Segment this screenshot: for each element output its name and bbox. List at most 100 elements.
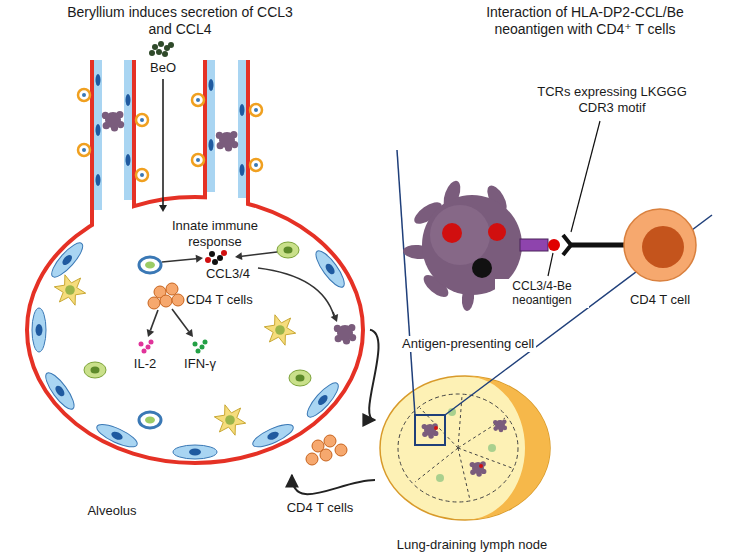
illustration-part bbox=[32, 308, 46, 352]
illustration-part bbox=[442, 223, 462, 243]
region-label: Alveolus bbox=[87, 503, 136, 519]
annotation-label: TCRs expressing LKGGG CDR3 motif bbox=[537, 84, 687, 115]
illustration-part bbox=[445, 370, 505, 415]
illustration-part bbox=[333, 312, 334, 316]
illustration-part bbox=[82, 148, 86, 152]
illustration-part bbox=[186, 329, 193, 337]
illustration-part bbox=[54, 384, 67, 398]
illustration-part bbox=[196, 255, 203, 263]
illustration-part bbox=[192, 94, 204, 106]
connector bbox=[292, 475, 375, 494]
illustration-part bbox=[324, 262, 337, 276]
illustration-part bbox=[284, 247, 293, 254]
illustration-part bbox=[47, 239, 87, 281]
illustration-part bbox=[320, 449, 332, 461]
illustration-part bbox=[250, 159, 262, 171]
illustration-part bbox=[166, 283, 178, 295]
illustration-part bbox=[254, 163, 258, 167]
cytokine-label: IFN-γ bbox=[184, 356, 216, 372]
illustration-part bbox=[207, 58, 246, 210]
illustration-part bbox=[306, 453, 318, 465]
illustration-part bbox=[303, 379, 343, 421]
illustration-part bbox=[563, 235, 571, 255]
illustration-part bbox=[84, 362, 106, 378]
illustration-part bbox=[149, 50, 155, 56]
illustration-part bbox=[275, 325, 285, 335]
illustration-part bbox=[303, 379, 343, 421]
illustration-part bbox=[219, 132, 235, 148]
illustration-part bbox=[139, 257, 161, 273]
illustration-part bbox=[136, 169, 148, 181]
illustration-part bbox=[479, 464, 483, 468]
illustration-part bbox=[105, 112, 121, 128]
illustration-part bbox=[145, 417, 155, 424]
illustration-part bbox=[207, 60, 215, 192]
illustration-part bbox=[520, 239, 548, 251]
cell-label: CD4 T cells bbox=[287, 500, 354, 516]
zoom-lines bbox=[397, 150, 712, 370]
illustration-part bbox=[168, 42, 174, 48]
illustration-part bbox=[196, 98, 200, 102]
illustration-part bbox=[311, 247, 348, 291]
illustration-part bbox=[139, 342, 144, 347]
illustration-part bbox=[235, 252, 242, 260]
panel-title: Interaction of HLA-DP2-CCL/Be neoantigen… bbox=[465, 4, 705, 38]
illustration-part bbox=[380, 376, 550, 520]
illustration-part bbox=[78, 89, 90, 101]
illustration-part bbox=[324, 435, 336, 447]
illustration-part bbox=[193, 342, 198, 347]
illustration-part bbox=[266, 430, 280, 441]
illustration-part bbox=[173, 445, 217, 459]
panel-title: Beryllium induces secretion of CCL3 and … bbox=[65, 4, 295, 38]
illustration-part bbox=[136, 114, 148, 126]
illustration-part bbox=[242, 252, 277, 256]
illustration-part bbox=[126, 94, 131, 106]
illustration-part bbox=[398, 394, 518, 502]
illustration-part bbox=[203, 60, 207, 197]
illustration-part bbox=[160, 295, 172, 307]
illustration-part bbox=[96, 174, 101, 186]
illustration-part bbox=[458, 418, 505, 448]
illustration-part bbox=[61, 253, 74, 267]
illustration-part bbox=[94, 420, 140, 451]
illustration-part bbox=[415, 396, 512, 500]
illustration-part bbox=[148, 297, 160, 309]
cell-label: CD4 T cell bbox=[630, 292, 690, 308]
illustration-part bbox=[32, 308, 46, 352]
illustration-part bbox=[250, 420, 296, 451]
illustration-part bbox=[311, 247, 348, 291]
illustration-part bbox=[415, 448, 458, 482]
illustration-part bbox=[209, 139, 214, 151]
illustration-part bbox=[41, 369, 78, 413]
tcr-symbol bbox=[563, 235, 626, 255]
illustration-part bbox=[238, 60, 246, 198]
alveolus: Innate immune responseCCL3/4CD4 T cellsI… bbox=[15, 60, 370, 475]
illustration-part bbox=[488, 223, 506, 241]
illustration-part bbox=[289, 370, 311, 386]
connector bbox=[369, 330, 378, 420]
chemokine-label: CCL3/4 bbox=[206, 266, 250, 282]
illustration-part bbox=[214, 405, 245, 435]
illustration-part bbox=[41, 369, 78, 413]
response-label: Innate immune response bbox=[160, 218, 270, 249]
illustration-part bbox=[465, 376, 550, 520]
illustration-part bbox=[142, 349, 147, 354]
illustration-part bbox=[140, 173, 144, 177]
illustration-part bbox=[140, 118, 144, 122]
illustration-part bbox=[264, 315, 295, 345]
illustration-part bbox=[94, 420, 140, 451]
lymph-node: Lung-draining lymph node bbox=[375, 370, 570, 555]
illustration-part bbox=[250, 420, 296, 451]
illustration-part bbox=[36, 324, 43, 336]
illustration-part bbox=[78, 144, 90, 156]
illustration-part bbox=[258, 268, 334, 316]
illustration-part bbox=[90, 60, 94, 224]
illustration-part bbox=[65, 285, 75, 295]
illustration-part bbox=[217, 255, 223, 261]
illustration-part bbox=[162, 51, 168, 57]
beo-particles bbox=[149, 41, 174, 57]
illustration-part bbox=[436, 474, 444, 482]
cytokine-label: IL-2 bbox=[134, 356, 156, 372]
cell-label: CD4 T cells bbox=[186, 292, 253, 308]
